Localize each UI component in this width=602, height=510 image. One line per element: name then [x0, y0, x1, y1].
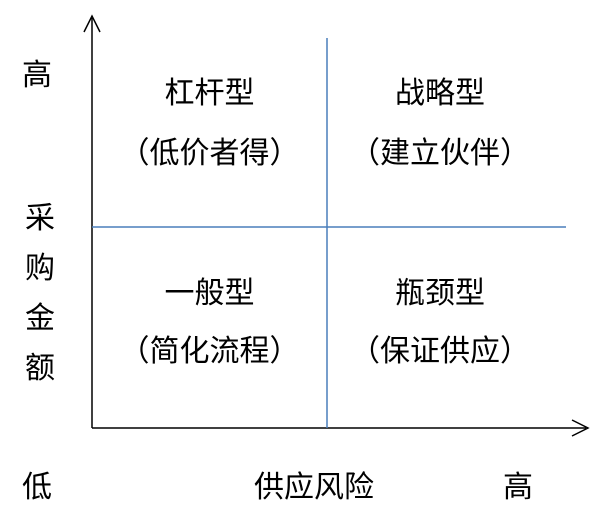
y-axis-label: 采 购 金 额 [22, 194, 58, 394]
y-axis-label-char: 额 [25, 351, 55, 386]
quadrant-bottom-right-subtitle: （保证供应） [350, 334, 530, 369]
quadrant-bottom-right-title: 瓶颈型 [395, 276, 485, 311]
quadrant-bottom-left-subtitle: （简化流程） [119, 334, 300, 369]
y-axis-label-char: 购 [25, 251, 55, 286]
quadrant-bottom-left-title: 一般型 [164, 276, 255, 311]
x-axis-label: 供应风险 [254, 470, 374, 505]
y-axis-high-label: 高 [22, 58, 52, 93]
x-axis-high-label: 高 [503, 470, 533, 505]
y-axis-label-char: 采 [25, 201, 55, 236]
y-axis-label-char: 金 [25, 301, 55, 336]
y-axis-arrowhead [83, 14, 101, 33]
quadrant-top-right-subtitle: （建立伙伴） [350, 136, 530, 171]
x-axis-low-label: 低 [22, 470, 52, 505]
quadrant-top-left-subtitle: （低价者得） [119, 136, 300, 171]
quadrant-top-right-title: 战略型 [395, 76, 485, 111]
quadrant-top-left-title: 杠杆型 [164, 76, 255, 111]
x-axis-arrowhead [571, 419, 590, 437]
